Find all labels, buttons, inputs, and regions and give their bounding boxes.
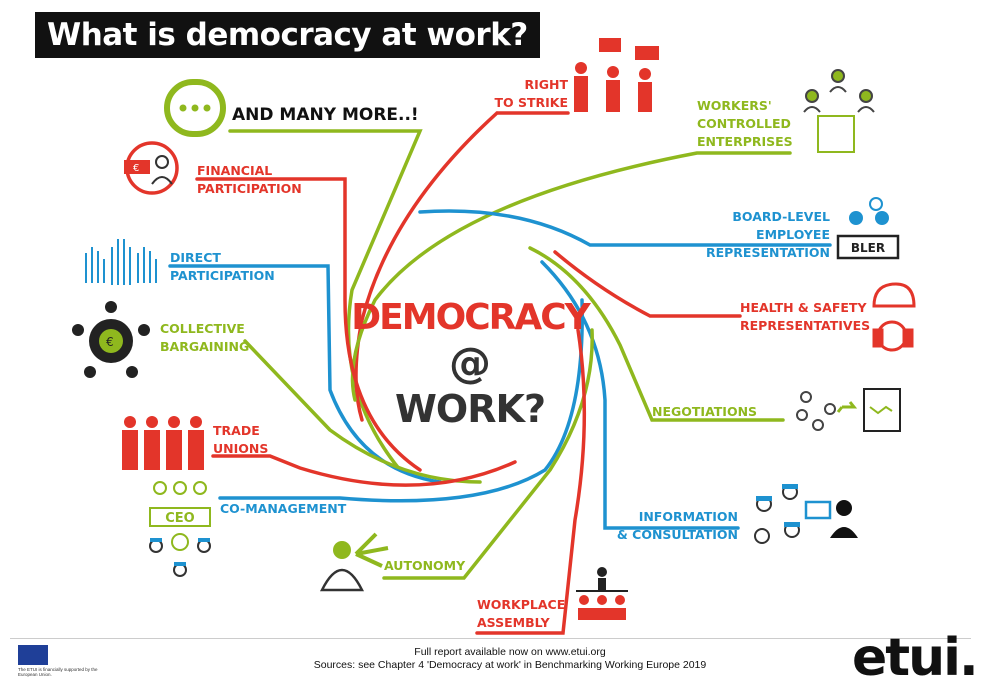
label-workers-controlled: WORKERS' CONTROLLED ENTERPRISES — [697, 97, 793, 151]
line-direct — [168, 264, 442, 484]
label-many-more: AND MANY MORE..! — [232, 106, 419, 124]
label-line: HEALTH & SAFETY — [740, 300, 867, 315]
footer-sources: Sources: see Chapter 4 'Democracy at wor… — [313, 659, 707, 671]
footer-text: Full report available now on www.etui.or… — [300, 646, 720, 672]
label-trade-unions: TRADE UNIONS — [213, 422, 268, 458]
line-negotiations — [528, 246, 785, 422]
label-line: REPRESENTATION — [705, 245, 830, 260]
bler-text: BLER — [851, 241, 885, 255]
label-line: EMPLOYEE — [756, 227, 830, 242]
workplace-assembly-icon — [576, 567, 628, 620]
label-line: COLLECTIVE — [160, 321, 245, 336]
negotiation-icon — [796, 388, 901, 432]
label-line: INFORMATION — [638, 509, 738, 524]
label-line: AND MANY MORE..! — [232, 105, 419, 125]
label-line: NEGOTIATIONS — [652, 404, 758, 419]
helmet-earmuffs-icon — [872, 282, 916, 352]
footer-report-link[interactable]: Full report available now on www.etui.or… — [414, 646, 606, 658]
label-line: PARTICIPATION — [197, 181, 302, 196]
money-worker-icon: € — [124, 141, 179, 195]
label-direct: DIRECT PARTICIPATION — [170, 249, 275, 285]
line-health-safety — [553, 250, 742, 318]
line-co-management — [218, 298, 584, 503]
collective-bargaining-icon: € — [72, 301, 150, 378]
center-at: @ — [449, 338, 491, 387]
label-line: WORKPLACE — [477, 597, 566, 612]
svg-text:€: € — [133, 163, 139, 174]
svg-text:€: € — [106, 335, 114, 349]
label-line: ENTERPRISES — [697, 134, 793, 149]
label-line: DIRECT — [170, 250, 221, 265]
line-workplace-assembly — [475, 328, 587, 635]
label-line: UNIONS — [213, 441, 269, 456]
strike-protesters-icon — [574, 38, 659, 112]
label-line: ASSEMBLY — [477, 615, 550, 630]
label-financial: FINANCIAL PARTICIPATION — [197, 162, 302, 198]
information-consultation-icon — [754, 484, 858, 544]
trade-unions-icon — [122, 416, 204, 470]
label-board-level: BOARD-LEVEL EMPLOYEE REPRESENTATION — [690, 208, 830, 262]
label-line: REPRESENTATIVES — [740, 318, 871, 333]
workers-enterprise-icon — [803, 69, 875, 153]
ceo-text: CEO — [165, 511, 194, 526]
board-representation-icon: BLER — [836, 197, 900, 260]
label-co-management: CO-MANAGEMENT — [220, 500, 346, 518]
autonomy-icon — [319, 532, 389, 592]
footer-divider — [10, 638, 971, 639]
co-management-icon: CEO — [149, 481, 211, 577]
label-workplace-assembly: WORKPLACE ASSEMBLY — [477, 596, 565, 632]
label-line: & CONSULTATION — [616, 527, 738, 542]
eu-flag-icon — [18, 645, 48, 665]
label-line: CONTROLLED — [697, 116, 791, 131]
label-line: FINANCIAL — [197, 163, 273, 178]
eu-funding-note: The ETUI is financially supported by the… — [18, 667, 98, 677]
label-line: PARTICIPATION — [170, 268, 275, 283]
label-right-to-strike: RIGHT TO STRIKE — [480, 76, 568, 112]
page-title: What is democracy at work? — [35, 12, 540, 58]
ellipsis-bubble-icon — [164, 79, 226, 137]
line-trade-unions — [211, 454, 517, 487]
label-collective: COLLECTIVE BARGAINING — [160, 320, 249, 356]
label-line: BARGAINING — [160, 339, 250, 354]
label-health-safety: HEALTH & SAFETY REPRESENTATIVES — [740, 299, 870, 335]
label-negotiations: NEGOTIATIONS — [652, 403, 757, 421]
line-workers-controlled — [350, 151, 792, 402]
label-line: RIGHT — [524, 77, 568, 92]
label-line: TO STRIKE — [494, 95, 568, 110]
central-title: DEMOCRACY @ WORK? — [340, 296, 600, 432]
label-line: WORKERS' — [697, 98, 772, 113]
label-line: CO-MANAGEMENT — [220, 501, 347, 516]
line-financial — [195, 177, 422, 472]
raised-hands-icon — [85, 239, 157, 285]
line-board-level — [418, 209, 832, 247]
center-democracy: DEMOCRACY — [351, 297, 590, 338]
center-work: WORK? — [395, 387, 546, 431]
label-information: INFORMATION & CONSULTATION — [600, 508, 738, 544]
line-autonomy — [382, 328, 594, 580]
etui-logo: etui. — [852, 628, 979, 688]
label-line: BOARD-LEVEL — [732, 209, 830, 224]
label-autonomy: AUTONOMY — [384, 557, 465, 575]
label-line: TRADE — [213, 423, 260, 438]
label-line: AUTONOMY — [384, 558, 466, 573]
